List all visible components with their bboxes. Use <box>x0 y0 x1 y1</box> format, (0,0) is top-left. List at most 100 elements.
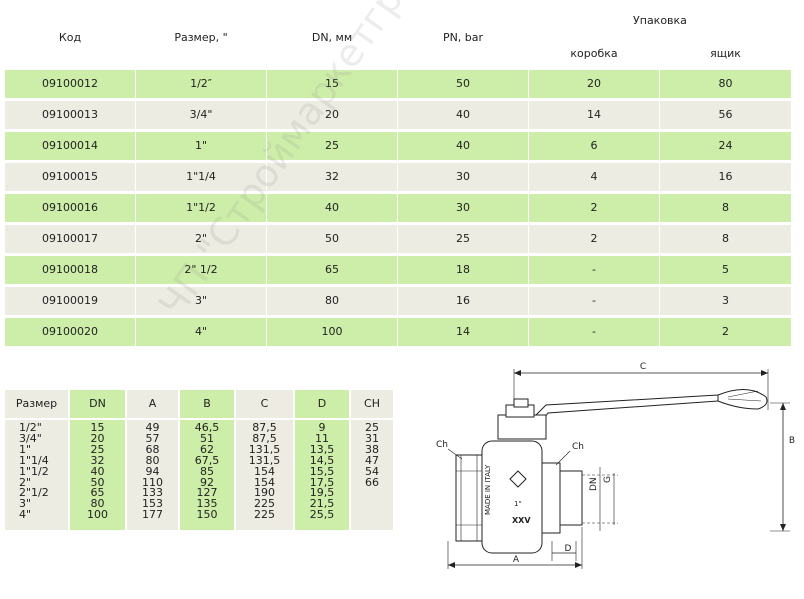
header-crate: ящик <box>710 47 741 60</box>
dim-header-dn: DN <box>70 390 125 418</box>
header-size: Размер, " <box>174 31 228 44</box>
cell-box: - <box>529 318 659 346</box>
cell-size: 1"1/4 <box>136 163 266 191</box>
cell-code: 09100019 <box>5 287 135 315</box>
label-a: A <box>513 555 520 565</box>
cell-dn: 15 <box>267 70 397 98</box>
brand-logo-icon <box>509 470 527 488</box>
size-mark: 1" <box>514 500 522 508</box>
table-row: 09100012 1/2″ 15 50 20 80 <box>5 70 791 98</box>
cell-crate: 3 <box>660 287 791 315</box>
dim-header-ch: CH <box>351 390 393 418</box>
cell-pn: 50 <box>398 70 528 98</box>
label-d: D <box>565 544 572 554</box>
cell-pn: 14 <box>398 318 528 346</box>
dim-col-b: 46,5 51 62 67,5 85 92 127 135 150 <box>180 420 234 530</box>
stem-block <box>497 414 547 440</box>
cell-box: 6 <box>529 132 659 160</box>
header-pn: PN, bar <box>442 31 484 44</box>
cell-box: 2 <box>529 225 659 253</box>
dim-col-c: 87,5 87,5 131,5 131,5 154 154 190 225 22… <box>236 420 293 530</box>
cell-pn: 25 <box>398 225 528 253</box>
made-in-text: MADE IN ITALY <box>484 464 492 515</box>
cell-code: 09100018 <box>5 256 135 284</box>
header-packing: Упаковка <box>633 14 687 27</box>
cell-code: 09100017 <box>5 225 135 253</box>
cell-dn: 32 <box>267 163 397 191</box>
cell-crate: 56 <box>660 101 791 129</box>
dim-col-dn: 15 20 25 32 40 50 65 80 100 <box>70 420 125 530</box>
dim-col-ch: 25 31 38 47 54 66 <box>351 420 393 530</box>
cell-pn: 16 <box>398 287 528 315</box>
cell-crate: 8 <box>660 194 791 222</box>
lever-handle <box>535 394 747 422</box>
cell-size: 2" <box>136 225 266 253</box>
cell-code: 09100020 <box>5 318 135 346</box>
cell-crate: 8 <box>660 225 791 253</box>
table-row: 09100019 3" 80 16 - 3 <box>5 287 791 315</box>
cell-size: 1"1/2 <box>136 194 266 222</box>
cell-dn: 65 <box>267 256 397 284</box>
table-row: 09100018 2" 1/2 65 18 - 5 <box>5 256 791 284</box>
cell-code: 09100013 <box>5 101 135 129</box>
dim-header-size: Размер <box>5 390 68 418</box>
header-box: коробка <box>570 47 618 60</box>
cell-dn: 25 <box>267 132 397 160</box>
dim-header-d: D <box>295 390 349 418</box>
table-row: 09100016 1"1/2 40 30 2 8 <box>5 194 791 222</box>
label-dn: DN <box>589 477 599 491</box>
cell-crate: 24 <box>660 132 791 160</box>
dim-col-d: 9 11 13,5 14,5 15,5 17,5 19,5 21,5 25,5 <box>295 420 349 530</box>
lever-grip <box>717 389 768 410</box>
cell-box: 2 <box>529 194 659 222</box>
cell-crate: 2 <box>660 318 791 346</box>
cell-dn: 80 <box>267 287 397 315</box>
table-row: 09100017 2" 50 25 2 8 <box>5 225 791 253</box>
cell-size: 2" 1/2 <box>136 256 266 284</box>
dim-col-a: 49 57 68 80 94 110 133 153 177 <box>127 420 178 530</box>
cell-code: 09100014 <box>5 132 135 160</box>
cell-pn: 30 <box>398 194 528 222</box>
cell-dn: 20 <box>267 101 397 129</box>
table-row: 09100013 3/4" 20 40 14 56 <box>5 101 791 129</box>
cell-box: 4 <box>529 163 659 191</box>
dim-header-b: B <box>180 390 234 418</box>
body-mark: XXV <box>512 516 531 525</box>
cell-pn: 40 <box>398 132 528 160</box>
table-row: 09100014 1" 25 40 6 24 <box>5 132 791 160</box>
dim-col-size: 1/2" 3/4" 1" 1"1/4 1"1/2 2" 2"1/2 3" 4" <box>5 420 68 530</box>
cell-crate: 5 <box>660 256 791 284</box>
cell-size: 1/2″ <box>136 70 266 98</box>
body-right-hex <box>541 462 561 534</box>
header-dn: DN, мм <box>311 31 353 44</box>
label-ch-right: Ch <box>572 442 584 452</box>
cell-pn: 30 <box>398 163 528 191</box>
cell-dn: 100 <box>267 318 397 346</box>
cell-code: 09100016 <box>5 194 135 222</box>
table-row: 09100015 1"1/4 32 30 4 16 <box>5 163 791 191</box>
cell-box: 14 <box>529 101 659 129</box>
dim-header-a: A <box>127 390 178 418</box>
cell-box: - <box>529 256 659 284</box>
cell-size: 4" <box>136 318 266 346</box>
cell-size: 1" <box>136 132 266 160</box>
cell-pn: 18 <box>398 256 528 284</box>
label-c: C <box>640 362 646 372</box>
dim-header-c: C <box>236 390 293 418</box>
cell-pn: 40 <box>398 101 528 129</box>
cell-dn: 50 <box>267 225 397 253</box>
header-code: Код <box>58 31 82 44</box>
cell-size: 3" <box>136 287 266 315</box>
label-b: B <box>789 436 795 446</box>
valve-drawing: C B MADE IN ITALY 1" XXV Ch Ch DN G D A <box>436 362 795 569</box>
cell-dn: 40 <box>267 194 397 222</box>
label-ch-left: Ch <box>436 440 448 450</box>
label-g: G <box>603 476 613 483</box>
table-row: 09100020 4" 100 14 - 2 <box>5 318 791 346</box>
cell-code: 09100015 <box>5 163 135 191</box>
cell-box: 20 <box>529 70 659 98</box>
cell-code: 09100012 <box>5 70 135 98</box>
cell-box: - <box>529 287 659 315</box>
cell-size: 3/4" <box>136 101 266 129</box>
cell-crate: 80 <box>660 70 791 98</box>
